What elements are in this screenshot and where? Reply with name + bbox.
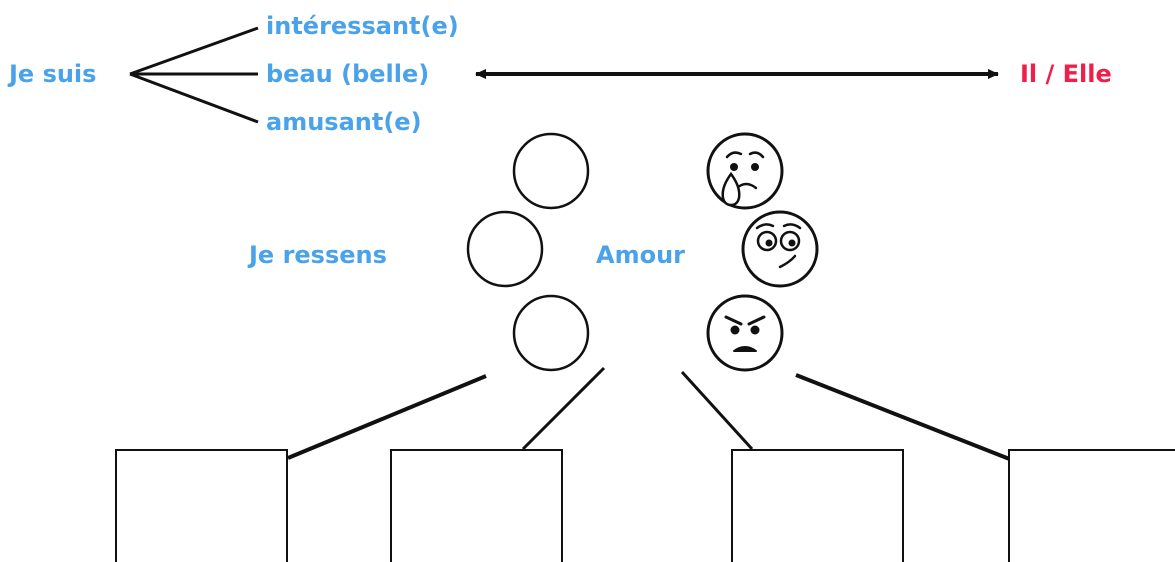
connector-line-1 <box>287 374 487 460</box>
answer-box-2[interactable] <box>390 449 563 562</box>
feeling-noun-label: Amour <box>596 241 685 269</box>
answer-box-3[interactable] <box>731 449 904 562</box>
feeling-verb-label: Je ressens <box>249 241 387 269</box>
adjective-bottom: amusant(e) <box>266 108 422 136</box>
empty-circle-top[interactable] <box>512 132 590 210</box>
branch-line-bottom <box>129 72 259 124</box>
confused-face-icon <box>741 210 819 288</box>
empty-circle-bottom[interactable] <box>512 294 590 372</box>
adjective-middle: beau (belle) <box>266 60 430 88</box>
answer-box-4[interactable] <box>1008 449 1175 562</box>
connector-line-3 <box>680 370 754 451</box>
answer-box-1[interactable] <box>115 449 288 562</box>
crying-face-icon <box>706 132 784 210</box>
connector-line-4 <box>795 373 1013 462</box>
pronoun-label: Il / Elle <box>1020 60 1112 88</box>
subject-label: Je suis <box>9 60 97 88</box>
empty-circle-middle[interactable] <box>466 210 544 288</box>
adjective-top: intéressant(e) <box>266 12 459 40</box>
connector-line-2 <box>521 366 606 451</box>
branch-line-top <box>129 26 259 76</box>
angry-face-icon <box>706 294 784 372</box>
